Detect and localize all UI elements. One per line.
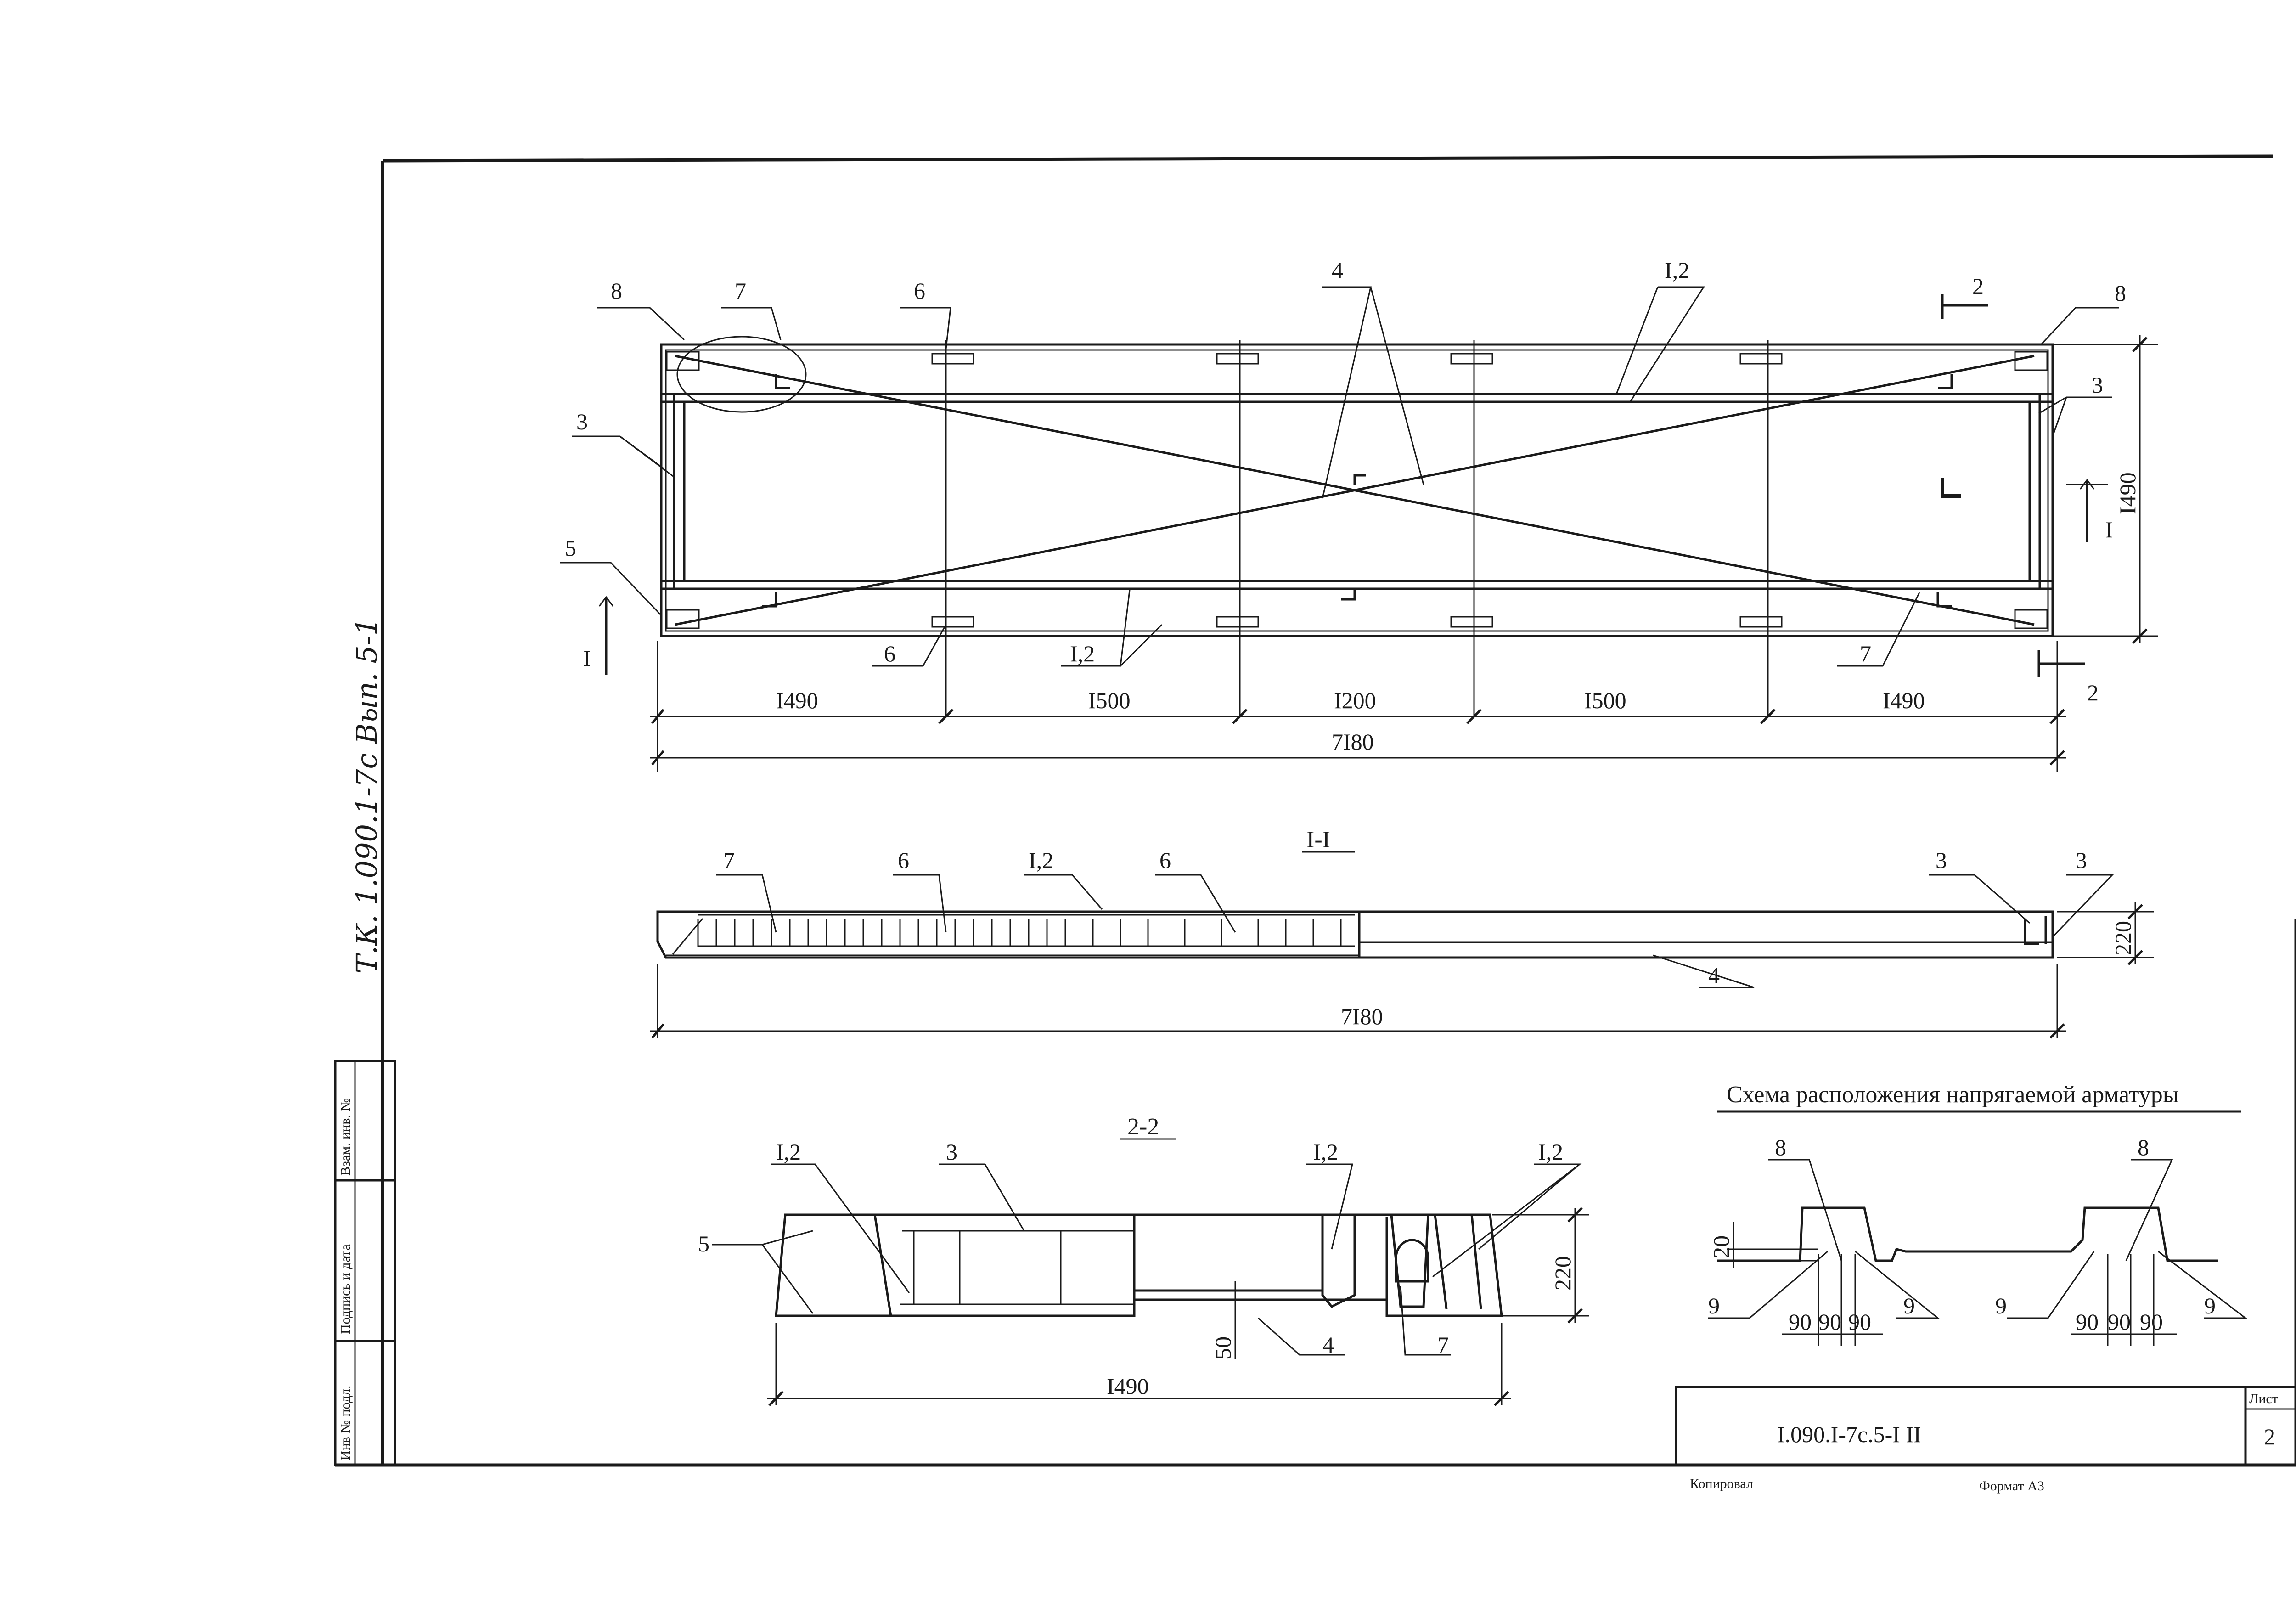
plan-label-8: 8	[611, 278, 622, 304]
plan-dim-3: I200	[1334, 688, 1376, 713]
plan-label-2-top: 2	[1972, 273, 1984, 299]
section-2-dim-bottom: 50	[1210, 1336, 1236, 1359]
plan-label-3-left: 3	[576, 409, 588, 434]
side-table: Взам. инв. № Подпись и дата Инв № подл.	[334, 1060, 396, 1466]
sheet-frame	[335, 154, 2296, 1467]
plan-label-5: 5	[565, 535, 576, 561]
scheme-label-8a: 8	[1775, 1134, 1786, 1160]
plan-label-12-bottom: I,2	[1070, 641, 1095, 666]
plan-label-I-right: I	[2105, 517, 2113, 542]
plan-leaders	[560, 286, 2119, 677]
plan-dim-height: I490	[2115, 472, 2140, 514]
plan-dim-4: I500	[1584, 688, 1626, 713]
section-1-title: I-I	[1306, 827, 1330, 853]
scheme-dim-b2: 90	[2108, 1309, 2131, 1335]
section-2-dim-height: 220	[1550, 1256, 1576, 1291]
scheme-label-9b: 9	[1903, 1293, 1915, 1319]
section-1-label-3a: 3	[1936, 847, 1947, 873]
stamp-sheet-number: 2	[2264, 1424, 2275, 1449]
section-1-label-3b: 3	[2076, 847, 2087, 873]
plan-labels: 8 7 6 4 I,2 2 8 3 3 5 6 I,2 7 2 I I	[565, 257, 2126, 705]
side-note: Т.К. 1.090.1-7с Вып. 5-1	[350, 618, 383, 974]
plan-label-6-top: 6	[914, 278, 925, 304]
section-2: 2-2 I,2 3 I,2 I,2 5 4 7 220	[698, 1114, 1589, 1406]
scheme-dim-a2: 90	[1818, 1309, 1841, 1335]
section-1-label-6a: 6	[898, 847, 909, 873]
scheme-dim-a3: 90	[1848, 1309, 1871, 1335]
scheme-label-8b: 8	[2138, 1134, 2149, 1160]
section-2-label-12a: I,2	[776, 1139, 801, 1165]
plan-label-2-bottom: 2	[2087, 680, 2099, 705]
plan-label-7: 7	[735, 278, 746, 304]
stamp-copied: Копировал	[1690, 1476, 1753, 1491]
plan-label-3-right: 3	[2092, 372, 2103, 398]
side-table-col1: Инв № подл.	[338, 1386, 353, 1460]
plan-dim-total: 7I80	[1332, 729, 1374, 755]
section-2-title: 2-2	[1127, 1114, 1159, 1140]
plan-label-4: 4	[1332, 257, 1343, 283]
plan-dim-1: I490	[776, 688, 818, 713]
scheme-dim-b3: 90	[2140, 1309, 2163, 1335]
section-2-label-4: 4	[1322, 1332, 1334, 1358]
plan-dim-2: I500	[1088, 688, 1131, 713]
side-table-col3: Взам. инв. №	[338, 1098, 353, 1176]
section-2-label-3: 3	[946, 1139, 957, 1165]
stamp-sheet-label: Лист	[2249, 1391, 2278, 1406]
scheme-label-9d: 9	[2204, 1293, 2216, 1319]
section-1-label-12: I,2	[1029, 847, 1053, 873]
scheme-dim-a1: 90	[1789, 1309, 1812, 1335]
stamp-code: I.090.I-7c.5-I II	[1777, 1421, 1921, 1447]
section-1-dim-height: 220	[2110, 921, 2136, 955]
scheme-title: Схема расположения напрягаемой арматуры	[1727, 1082, 2179, 1108]
section-2-label-12b: I,2	[1313, 1139, 1338, 1165]
section-1-label-6b: 6	[1159, 847, 1171, 873]
section-1: I-I 7 6 I,2 6 3 3 4 220	[650, 827, 2154, 1039]
plan-view	[657, 336, 2058, 772]
plan-label-6-bottom: 6	[884, 641, 895, 666]
reinforcement-scheme: Схема расположения напрягаемой арматуры …	[1708, 1082, 2248, 1346]
scheme-label-9c: 9	[1995, 1293, 2007, 1319]
section-1-label-4: 4	[1708, 962, 1720, 988]
section-2-label-5: 5	[698, 1231, 709, 1257]
plan-label-8-right: 8	[2115, 280, 2126, 306]
plan-label-12-top: I,2	[1665, 257, 1689, 283]
section-1-label-7: 7	[723, 847, 735, 873]
section-1-dim-total: 7I80	[1341, 1003, 1383, 1029]
side-table-col2: Подпись и дата	[338, 1244, 353, 1334]
plan-dimensions: I490 I500 I200 I500 I490 7I80 I490	[650, 335, 2158, 766]
scheme-dim-top: 20	[1708, 1235, 1734, 1258]
section-2-label-7: 7	[1437, 1332, 1449, 1358]
plan-label-I-left: I	[583, 645, 591, 671]
section-2-label-12c: I,2	[1538, 1139, 1563, 1165]
scheme-dim-b1: 90	[2076, 1309, 2099, 1335]
plan-label-7-right: 7	[1860, 641, 1871, 666]
stamp-format: Формат А3	[1979, 1478, 2044, 1494]
section-2-dim-width: I490	[1107, 1373, 1149, 1399]
scheme-label-9a: 9	[1708, 1293, 1720, 1319]
plan-dim-5: I490	[1883, 688, 1925, 713]
title-block: I.090.I-7c.5-I II Лист 2 Копировал Форма…	[1675, 1386, 2296, 1494]
